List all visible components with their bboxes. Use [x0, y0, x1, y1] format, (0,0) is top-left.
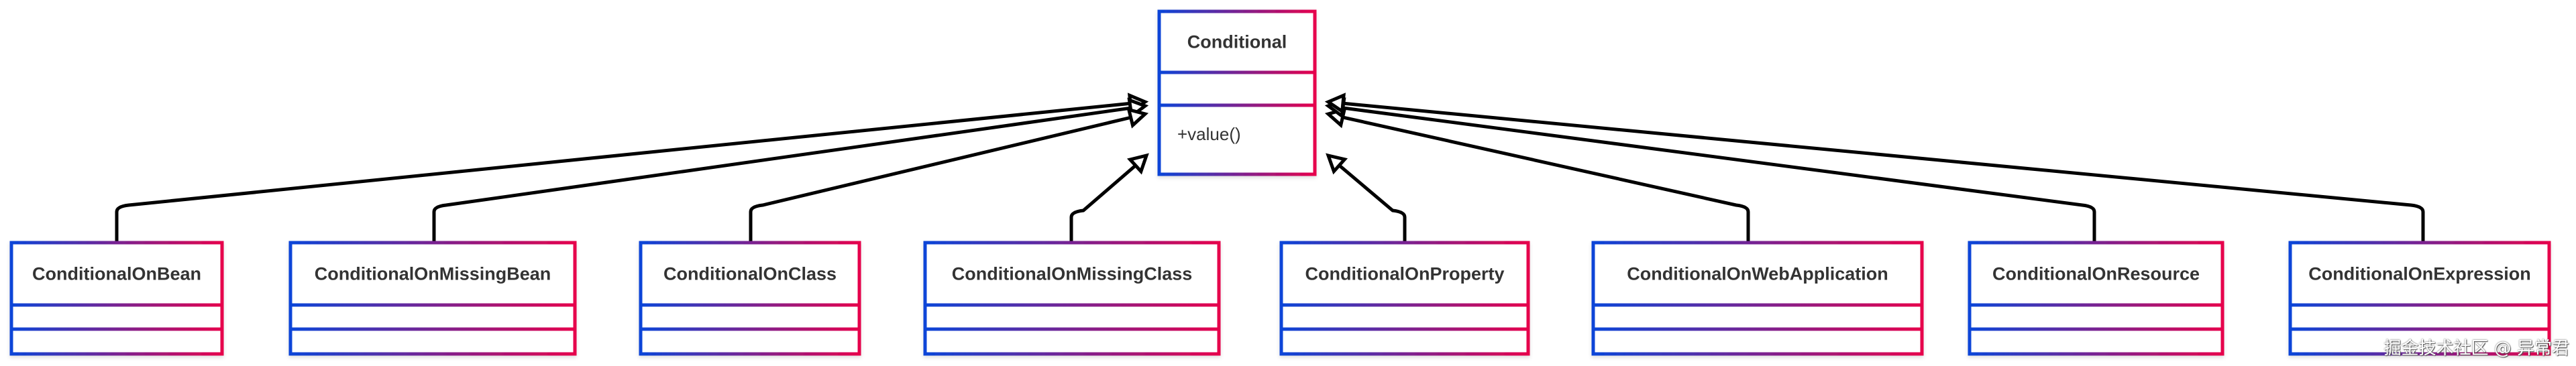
inheritance-edge — [1069, 153, 1149, 243]
hollow-arrowhead-icon — [1126, 107, 1149, 129]
method: +value() — [1177, 124, 1241, 144]
class-box-border — [288, 241, 577, 356]
class-box[interactable]: ConditionalOnWebApplication — [1591, 241, 1924, 356]
inheritance-edge — [1324, 107, 1750, 243]
inheritance-edge — [1324, 97, 2096, 243]
class-box[interactable]: ConditionalOnMissingBean — [288, 241, 577, 356]
class-name: ConditionalOnMissingBean — [315, 264, 551, 284]
class-box-border — [639, 241, 861, 356]
watermark: 掘金技术社区 @ 异常君 — [2383, 339, 2569, 359]
edge-line — [1342, 115, 1750, 243]
class-name: ConditionalOnProperty — [1305, 264, 1505, 284]
class-box-border — [1157, 9, 1317, 176]
edge-line — [1338, 164, 1407, 243]
edge-line — [1342, 106, 2096, 243]
class-name: ConditionalOnExpression — [2308, 264, 2531, 284]
class-box-border — [9, 241, 224, 356]
hollow-arrowhead-icon — [1326, 153, 1348, 175]
class-box[interactable]: ConditionalOnMissingClass — [923, 241, 1221, 356]
class-box-border — [2288, 241, 2551, 356]
edge-line — [1069, 164, 1137, 243]
inheritance-edge — [749, 107, 1149, 243]
edge-line — [1342, 101, 2425, 243]
edge-line — [432, 106, 1131, 243]
inheritance-edge — [432, 97, 1149, 243]
edge-line — [115, 101, 1131, 243]
class-name: Conditional — [1187, 32, 1287, 52]
class-name: ConditionalOnMissingClass — [952, 264, 1193, 284]
class-name: ConditionalOnClass — [663, 264, 837, 284]
class-name: ConditionalOnResource — [1992, 264, 2200, 284]
inheritance-edge — [1326, 153, 1407, 243]
class-name: ConditionalOnBean — [32, 264, 201, 284]
inheritance-edges — [115, 93, 2425, 243]
class-box[interactable]: Conditional +value() — [1157, 9, 1317, 176]
class-box-border — [1968, 241, 2224, 356]
class-box[interactable]: ConditionalOnProperty — [1279, 241, 1530, 356]
class-box-border — [1591, 241, 1924, 356]
inheritance-edge — [115, 93, 1149, 243]
class-box-border — [923, 241, 1221, 356]
class-boxes: Conditional +value() ConditionalOnBean Cond… — [9, 9, 2551, 356]
hollow-arrowhead-icon — [1126, 153, 1149, 175]
class-box[interactable]: ConditionalOnClass — [639, 241, 861, 356]
class-box[interactable]: ConditionalOnBean — [9, 241, 224, 356]
class-name: ConditionalOnWebApplication — [1627, 264, 1888, 284]
class-box[interactable]: ConditionalOnExpression — [2288, 241, 2551, 356]
hollow-arrowhead-icon — [1324, 93, 1346, 115]
edge-line — [749, 115, 1132, 243]
inheritance-edge — [1324, 93, 2425, 243]
class-box[interactable]: ConditionalOnResource — [1968, 241, 2224, 356]
class-box-border — [1279, 241, 1530, 356]
